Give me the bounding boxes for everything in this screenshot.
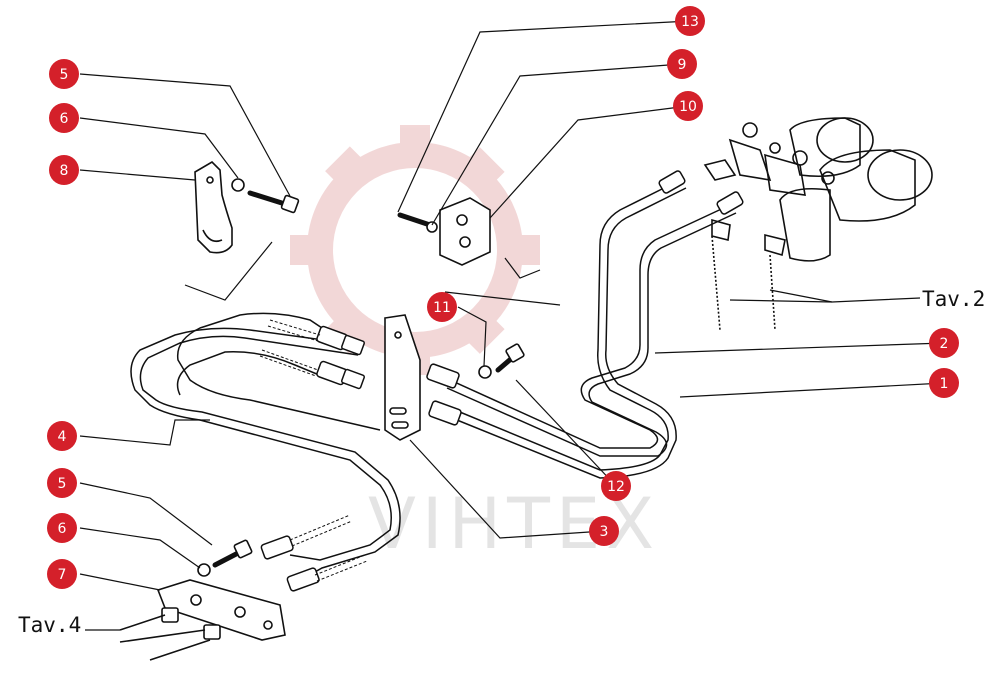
svg-text:6: 6 — [58, 521, 67, 537]
callout-6-bottom: 6 — [47, 513, 77, 543]
svg-text:5: 5 — [58, 476, 67, 492]
callout-12: 12 — [601, 471, 631, 501]
svg-text:6: 6 — [60, 111, 69, 127]
bracket-part-3 — [384, 314, 421, 441]
svg-text:12: 12 — [607, 479, 625, 495]
svg-text:7: 7 — [58, 567, 67, 583]
ref-tav4: Tav.4 — [18, 613, 81, 637]
bolt-part-11 — [478, 343, 525, 379]
svg-text:10: 10 — [679, 99, 697, 115]
svg-text:11: 11 — [433, 300, 451, 316]
pipe-fittings — [260, 170, 744, 592]
svg-text:5: 5 — [60, 67, 69, 83]
callout-8: 8 — [49, 155, 79, 185]
svg-text:2: 2 — [940, 336, 949, 352]
clamp-block-part-10 — [397, 197, 491, 266]
callout-13: 13 — [675, 6, 705, 36]
callout-10: 10 — [673, 91, 703, 121]
callout-7: 7 — [47, 559, 77, 589]
svg-text:9: 9 — [678, 57, 687, 73]
callout-2: 2 — [929, 328, 959, 358]
svg-text:1: 1 — [940, 376, 949, 392]
ref-tav2: Tav.2 — [922, 287, 985, 311]
hydraulic-pipes — [130, 179, 737, 586]
callout-6-top: 6 — [49, 103, 79, 133]
callout-badges: 13 9 10 5 6 8 11 2 1 4 12 5 3 6 7 — [47, 6, 959, 589]
callout-5-top: 5 — [49, 59, 79, 89]
leader-lines — [79, 20, 945, 631]
callout-11: 11 — [427, 292, 457, 322]
callout-4: 4 — [47, 421, 77, 451]
callout-9: 9 — [667, 49, 697, 79]
svg-text:4: 4 — [58, 429, 67, 445]
plate-part-7 — [119, 539, 286, 661]
callout-1: 1 — [929, 368, 959, 398]
hydraulic-distributor-assembly — [703, 117, 933, 331]
svg-text:13: 13 — [681, 14, 699, 30]
svg-text:3: 3 — [600, 524, 609, 540]
braided-hoses — [259, 319, 368, 582]
clamp-part-8 — [194, 160, 300, 254]
callout-3: 3 — [589, 516, 619, 546]
svg-text:8: 8 — [60, 163, 69, 179]
callout-5-bottom: 5 — [47, 468, 77, 498]
